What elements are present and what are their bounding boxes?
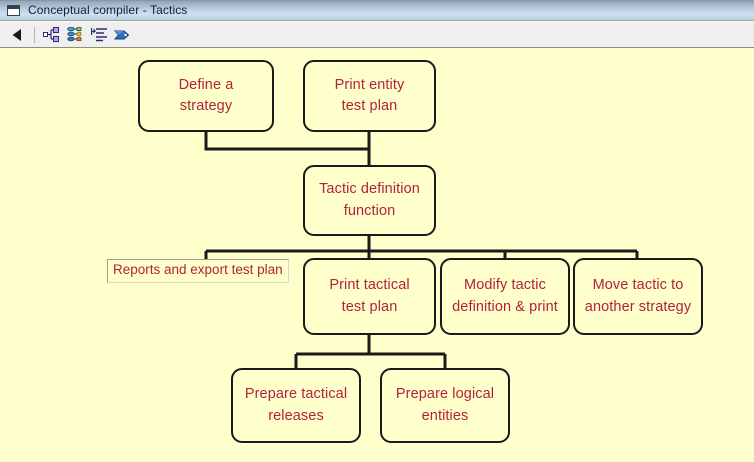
window-title: Conceptual compiler - Tactics (28, 3, 188, 17)
structure-tree-icon (66, 26, 81, 41)
tag-button[interactable] (111, 24, 135, 46)
hierarchy-tree-icon (42, 26, 59, 42)
node-define-strategy[interactable]: Define a strategy (138, 60, 274, 132)
node-prepare-logical-entities[interactable]: Prepare logical entities (380, 368, 510, 443)
node-label: Prepare tactical releases (244, 386, 348, 424)
list-button[interactable] (87, 24, 111, 46)
title-bar: Conceptual compiler - Tactics (0, 0, 754, 21)
node-print-tactical-test-plan[interactable]: Print tactical test plan (303, 258, 436, 335)
node-print-entity-test-plan[interactable]: Print entity test plan (303, 60, 436, 132)
back-button[interactable] (6, 24, 30, 46)
toolbar-separator (34, 26, 35, 43)
node-label: Prepare logical entities (395, 386, 495, 424)
node-label: Print entity test plan (334, 76, 405, 114)
tooltip-reports-and-export-test-plan: Reports and export test plan (107, 259, 289, 283)
toolbar (0, 22, 754, 48)
node-label: Define a strategy (178, 76, 234, 114)
node-tactic-definition-function[interactable]: Tactic definition function (303, 165, 436, 236)
node-move-tactic-to-another-strategy[interactable]: Move tactic to another strategy (573, 258, 703, 335)
node-label: Print tactical test plan (329, 277, 410, 315)
connector-lines (204, 132, 639, 368)
node-label: Modify tactic definition & print (452, 277, 558, 315)
left-triangle-icon (12, 28, 21, 41)
tooltip-text: Reports and export test plan (113, 262, 283, 277)
node-modify-tactic-definition[interactable]: Modify tactic definition & print (440, 258, 570, 335)
edge-define-to-tactic (204, 132, 371, 165)
hierarchy-button[interactable] (39, 24, 63, 46)
indent-list-icon (90, 27, 107, 41)
tag-arrow-icon (114, 30, 130, 39)
node-label: Tactic definition function (319, 181, 420, 219)
node-prepare-tactical-releases[interactable]: Prepare tactical releases (231, 368, 361, 443)
window-restore-icon (7, 4, 20, 16)
structure-button[interactable] (63, 24, 87, 46)
node-label: Move tactic to another strategy (584, 277, 692, 315)
diagram-canvas[interactable]: Define a strategy Print entity test plan… (0, 49, 754, 462)
